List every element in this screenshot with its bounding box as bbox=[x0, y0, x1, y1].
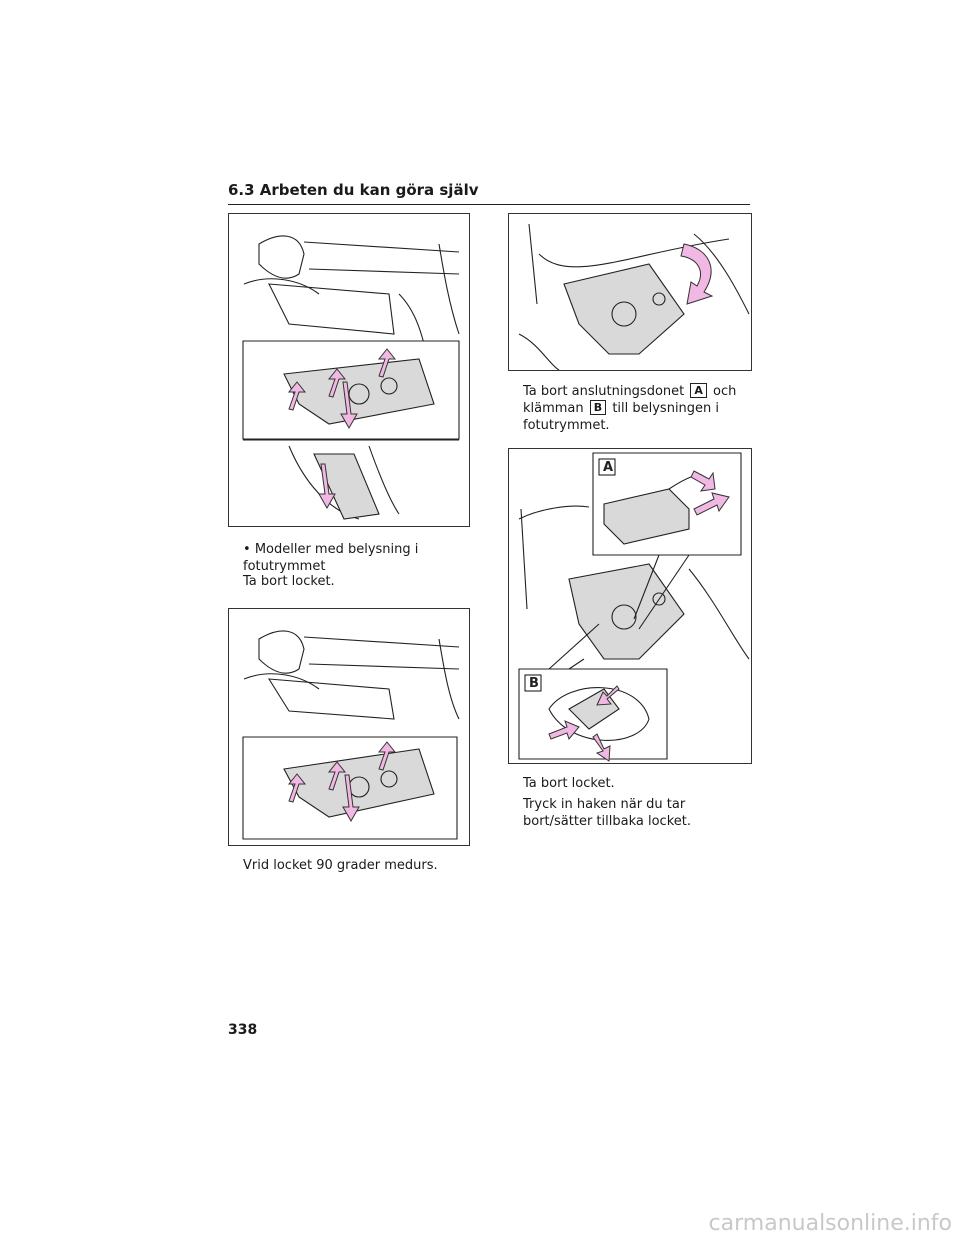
figure-connector-clip: A B bbox=[508, 448, 752, 764]
bullet-marker: • bbox=[243, 542, 255, 557]
section-header: 6.3 Arbeten du kan göra själv bbox=[228, 181, 750, 205]
step-remove-connector: Ta bort anslutningsdonet A och klämman B… bbox=[523, 383, 737, 433]
label-b: B bbox=[589, 400, 607, 415]
figure-cover-turned bbox=[508, 213, 752, 371]
cover-removal-illustration bbox=[242, 235, 460, 520]
cover-turned-illustration bbox=[518, 223, 750, 370]
page-number: 338 bbox=[228, 1022, 258, 1038]
cover-rotate-illustration bbox=[242, 630, 460, 840]
figure-cover-removal bbox=[228, 213, 470, 527]
bullet-model-footwell-light: • Modeller med belysning i fotutrymmet bbox=[243, 542, 419, 574]
callout-a-label: A bbox=[603, 460, 613, 475]
callout-b-label: B bbox=[529, 676, 539, 691]
step-rotate: Vrid locket 90 grader medurs. bbox=[243, 858, 438, 873]
step-remove-cover-left: Ta bort locket. bbox=[243, 574, 335, 589]
step-push-hook: Tryck in haken när du tar bort/sätter ti… bbox=[523, 797, 691, 829]
label-a: A bbox=[690, 383, 707, 398]
connector-clip-illustration: A B bbox=[518, 452, 750, 762]
watermark: carmanualsonline.info bbox=[708, 1211, 952, 1236]
step-remove-cover-right: Ta bort locket. bbox=[523, 776, 615, 791]
figure-cover-rotate bbox=[228, 608, 470, 846]
